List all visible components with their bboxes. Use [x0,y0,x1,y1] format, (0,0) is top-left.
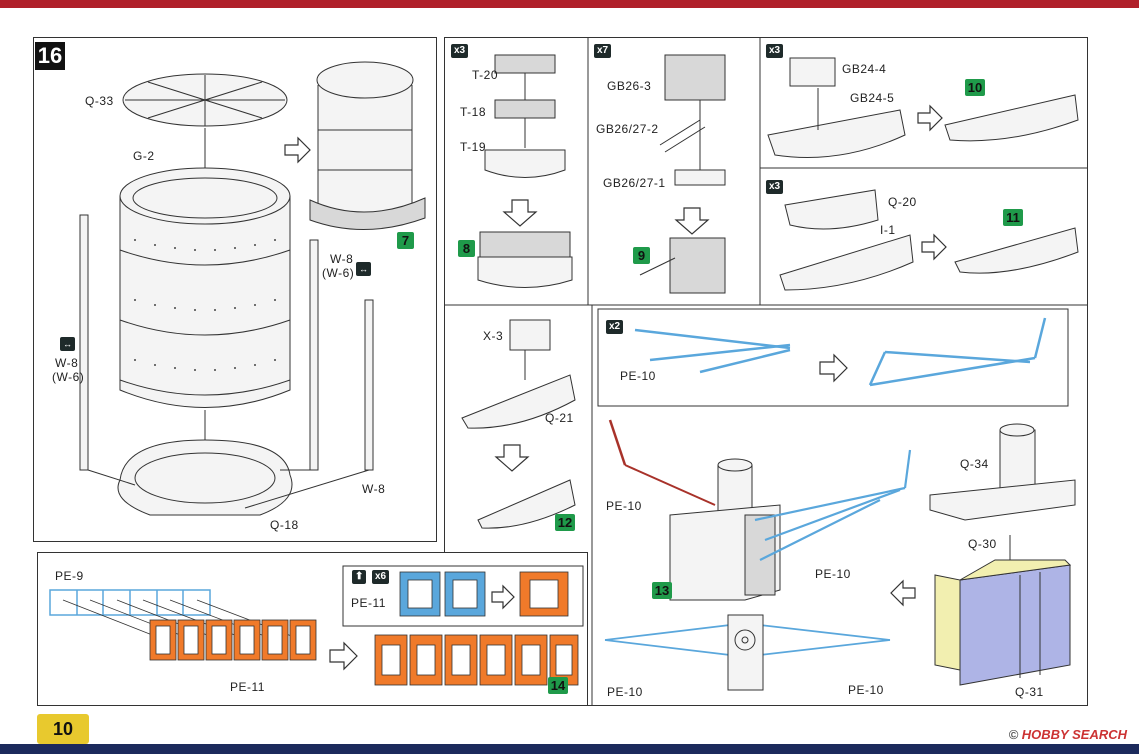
label-pe10-b: PE-10 [815,567,851,581]
label-pe11-bottom: PE-11 [230,680,265,694]
result-step-12: 12 [555,514,575,531]
flip-icon-right: ↔ [356,262,371,276]
label-pe10-d: PE-10 [848,683,884,697]
label-q21: Q-21 [545,411,574,425]
label-gb26-3: GB26-3 [607,79,652,93]
watermark-text: HOBBY SEARCH [1021,727,1127,742]
label-q31: Q-31 [1015,685,1044,699]
label-gb24-4: GB24-4 [842,62,887,76]
result-step-11: 11 [1003,209,1023,226]
qty-badge-step14-inset: x6 [372,570,390,584]
result-step-14: 14 [548,677,568,694]
result-step-8: 8 [458,240,475,257]
label-t19: T-19 [460,140,487,154]
watermark-prefix: © [1008,727,1019,742]
label-w6-left: (W-6) [52,370,85,384]
result-step-9: 9 [633,247,650,264]
label-gb26-27-2: GB26/27-2 [596,122,659,136]
label-pe9: PE-9 [55,569,84,583]
label-pe10-c: PE-10 [607,685,643,699]
label-q20: Q-20 [888,195,917,209]
label-gb26-27-1: GB26/27-1 [603,176,666,190]
qty-badge-step9: x7 [594,44,612,58]
label-gb24-5: GB24-5 [850,91,895,105]
label-g2: G-2 [133,149,155,163]
step-16-number: 16 [35,42,65,70]
label-pe10-a: PE-10 [606,499,642,513]
page-number: 10 [37,714,89,744]
label-w8-right: W-8 [330,252,354,266]
result-step-13: 13 [652,582,672,599]
label-q34: Q-34 [960,457,989,471]
qty-badge-step11: x3 [766,180,784,194]
label-t18: T-18 [460,105,487,119]
label-i1: I-1 [880,223,896,237]
result-step-7: 7 [397,232,414,249]
bottom-color-bar [0,744,1139,754]
qty-badge-step10: x3 [766,44,784,58]
label-w8-left: W-8 [55,356,79,370]
label-t20: T-20 [472,68,499,82]
result-step-10: 10 [965,79,985,96]
label-q18: Q-18 [270,518,299,532]
label-w6-right: (W-6) [322,266,355,280]
label-w8-bottom: W-8 [362,482,386,496]
qty-badge-pe10: x2 [606,320,624,334]
label-x3: X-3 [483,329,504,343]
top-color-bar [0,0,1139,8]
label-pe11-inset: PE-11 [351,596,386,610]
qty-badge-step8: x3 [451,44,469,58]
label-q30: Q-30 [968,537,997,551]
label-pe10-sub: PE-10 [620,369,656,383]
label-q33: Q-33 [85,94,114,108]
flip-icon: ⬆ [352,570,367,584]
watermark: © HOBBY SEARCH [1009,727,1127,742]
flip-icon-left: ↔ [60,337,75,351]
